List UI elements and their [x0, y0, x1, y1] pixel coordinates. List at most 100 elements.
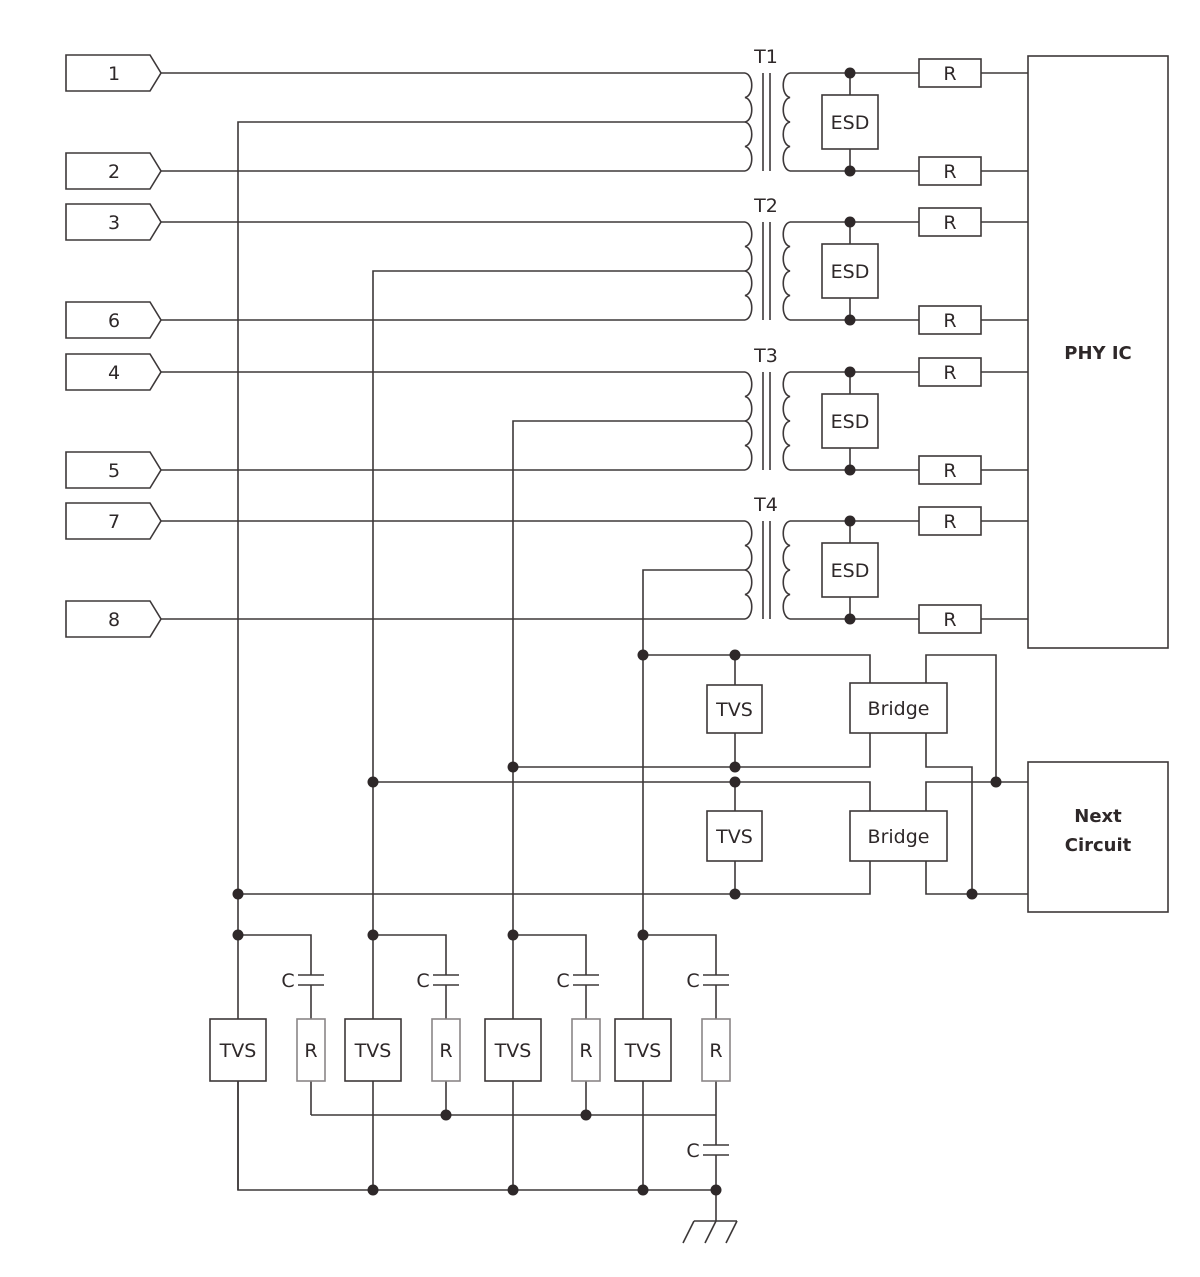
connector-pin-label: 2 [108, 161, 120, 183]
resistor-label: R [943, 362, 956, 384]
next-circuit-box [1027, 761, 1169, 913]
series-resistor: R [918, 305, 982, 335]
tvs-box [484, 1018, 542, 1082]
connector-pin-8: 8 [65, 600, 162, 638]
junction-dot [367, 776, 379, 788]
tvs-label: TVS [219, 1040, 257, 1062]
secondary-winding-icon [782, 520, 791, 620]
resistor-box [918, 58, 982, 88]
net-a-top [643, 654, 871, 683]
junction-dot [710, 1184, 722, 1196]
esd-box [821, 542, 879, 598]
bridge-lower-out-pos [925, 781, 1028, 811]
primary-winding-icon [744, 520, 753, 620]
bridge-lower-out-neg [925, 861, 1028, 895]
ground-icon [682, 1220, 738, 1244]
esd-2: ESD [821, 243, 879, 299]
connector-pin-6: 6 [65, 301, 162, 339]
esd-4: ESD [821, 542, 879, 598]
primary-winding-icon [744, 371, 753, 471]
resistor-box [296, 1018, 326, 1082]
connector-pin-5: 5 [65, 451, 162, 489]
esd-label: ESD [831, 411, 870, 433]
junction-dot [367, 929, 379, 941]
connector-pin-shape [65, 203, 162, 241]
transformer-t3: T3 [744, 345, 791, 471]
junction-dot [367, 1184, 379, 1196]
tvs-label: TVS [624, 1040, 662, 1062]
connector-pin-shape [65, 54, 162, 92]
resistor-box [918, 506, 982, 536]
tvs-box [209, 1018, 267, 1082]
connector-pin-shape [65, 600, 162, 638]
primary-winding-icon [744, 72, 753, 172]
ground-hatch [704, 1220, 717, 1244]
secondary-winding-icon [782, 221, 791, 321]
resistor-label: R [579, 1040, 592, 1062]
resistor-label: R [709, 1040, 722, 1062]
junction-dot [507, 761, 519, 773]
transformer-t1: T1 [744, 46, 791, 172]
junction-dot [729, 761, 741, 773]
junction-dot [729, 649, 741, 661]
capacitor-label: C [556, 970, 569, 992]
phy-ic: PHY IC [1027, 55, 1169, 649]
esd-box [821, 94, 879, 150]
junction-dot [844, 366, 856, 378]
esd-label: ESD [831, 261, 870, 283]
connector-pin-label: 6 [108, 310, 120, 332]
resistor-label: R [439, 1040, 452, 1062]
connector-pin-1: 1 [65, 54, 162, 92]
connector-pin-3: 3 [65, 203, 162, 241]
tvs-label: TVS [715, 826, 753, 848]
resistor-label: R [943, 63, 956, 85]
resistor-label: R [943, 609, 956, 631]
connector-pin-shape [65, 152, 162, 190]
series-resistor: R [918, 58, 982, 88]
connector-pin-label: 7 [108, 511, 120, 533]
rc-branch [238, 934, 312, 975]
center-tap-t4 [642, 569, 745, 1190]
connector-pin-shape [65, 451, 162, 489]
series-resistor: R [918, 207, 982, 237]
junction-dot [507, 929, 519, 941]
tvs-lower: TVS [706, 810, 763, 862]
series-resistor: R [918, 506, 982, 536]
resistor-label: R [943, 460, 956, 482]
junction-dot [844, 613, 856, 625]
resistor-label: R [943, 310, 956, 332]
resistor-box [701, 1018, 731, 1082]
esd-box [821, 393, 879, 449]
esd-label: ESD [831, 560, 870, 582]
junction-dot [990, 776, 1002, 788]
connector-pin-4: 4 [65, 353, 162, 391]
junction-dot [637, 649, 649, 661]
resistor-box [918, 207, 982, 237]
transformer-label: T1 [753, 46, 778, 68]
bridge-label: Bridge [868, 826, 930, 848]
junction-dot [844, 464, 856, 476]
transformer-label: T2 [753, 195, 778, 217]
series-resistor: R [918, 455, 982, 485]
tvs-label: TVS [715, 699, 753, 721]
esd-box [821, 243, 879, 299]
phy-ic-box [1027, 55, 1169, 649]
esd-label: ESD [831, 112, 870, 134]
connector-pin-label: 1 [108, 63, 120, 85]
capacitor-label: C [281, 970, 294, 992]
tvs-box [614, 1018, 672, 1082]
series-resistor: R [918, 357, 982, 387]
resistor-label: R [943, 161, 956, 183]
resistor-label: R [304, 1040, 317, 1062]
net-b [513, 733, 871, 768]
tvs-upper: TVS [706, 684, 763, 734]
next-circuit-label-line1: Next [1074, 806, 1122, 827]
rc-branch [373, 934, 447, 975]
transformer-t2: T2 [744, 195, 791, 321]
resistor-box [918, 604, 982, 634]
bridge-upper-out-neg [925, 733, 973, 894]
tvs-box [706, 684, 763, 734]
